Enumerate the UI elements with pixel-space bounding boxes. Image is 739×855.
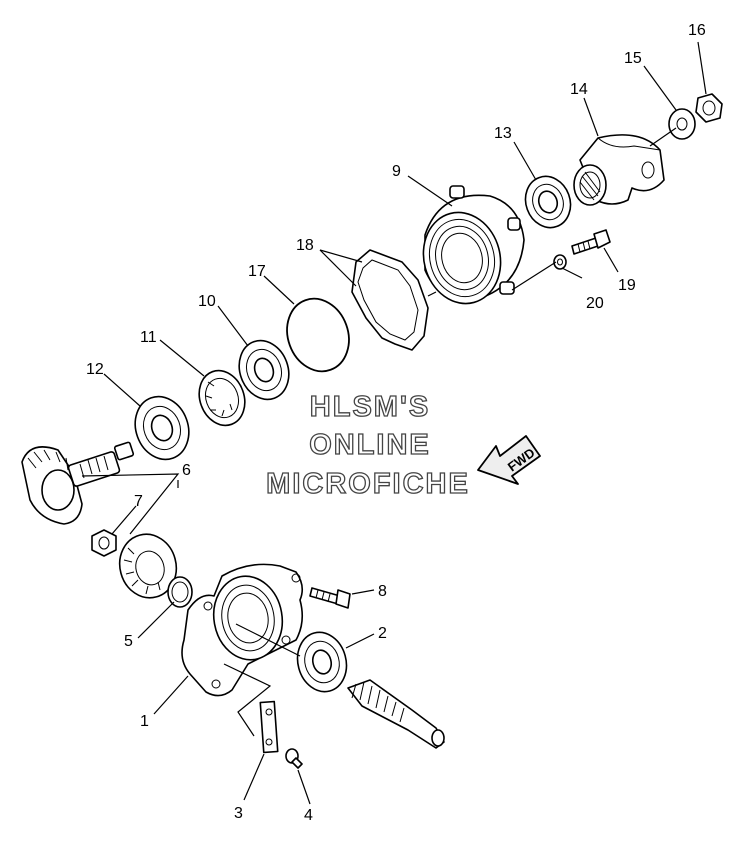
callout-9: 9 <box>392 163 401 180</box>
part-15-washer <box>668 108 696 140</box>
part-6-ring-gear <box>118 533 178 599</box>
callout-13: 13 <box>494 125 512 142</box>
callout-4: 4 <box>304 807 313 824</box>
watermark-line-1: HLSM'S <box>310 391 430 423</box>
callout-19: 19 <box>618 277 636 294</box>
part-9-housing <box>422 185 525 305</box>
part-17-o-ring <box>286 297 350 373</box>
callout-5: 5 <box>124 633 133 650</box>
watermark: HLSM'S ONLINE MICROFICHE <box>266 390 470 500</box>
part-8-bolt <box>309 587 351 609</box>
callout-15: 15 <box>624 50 642 67</box>
part-1-bearing-housing <box>181 563 304 697</box>
forward-arrow-icon: FWD <box>477 435 541 485</box>
watermark-line-2: ONLINE <box>309 429 431 461</box>
part-13-bearing <box>524 175 572 229</box>
callout-2: 2 <box>378 625 387 642</box>
callout-6: 6 <box>182 462 191 479</box>
part-12-bearing <box>134 395 190 461</box>
callout-14: 14 <box>570 81 588 98</box>
callout-7: 7 <box>134 493 143 510</box>
part-20-washer <box>553 254 567 270</box>
part-2-bearing <box>296 631 348 693</box>
callout-numbers: 16 15 14 13 9 18 19 20 17 10 11 12 6 7 8… <box>86 22 706 824</box>
callout-1: 1 <box>140 713 149 730</box>
callout-8: 8 <box>378 583 387 600</box>
part-18-gasket <box>351 249 429 351</box>
callout-10: 10 <box>198 293 216 310</box>
watermark-line-3: MICROFICHE <box>266 468 470 500</box>
part-19-bolt <box>571 229 611 255</box>
callout-11: 11 <box>140 329 157 346</box>
part-10-bearing <box>238 339 290 401</box>
part-11-collar <box>198 369 246 427</box>
part-6-pinion-gear <box>21 441 135 525</box>
callout-20: 20 <box>586 295 604 312</box>
part-16-nut <box>695 93 723 123</box>
callout-3: 3 <box>234 805 243 822</box>
callout-18: 18 <box>296 237 314 254</box>
callout-16: 16 <box>688 22 706 39</box>
callout-12: 12 <box>86 361 104 378</box>
drive-shaft <box>347 679 445 749</box>
callout-17: 17 <box>248 263 266 280</box>
part-7-nut <box>91 529 117 557</box>
leader-lines <box>81 41 707 805</box>
part-5-shim <box>167 576 193 608</box>
part-14-yoke <box>573 134 665 206</box>
part-3-plate <box>259 700 279 754</box>
part-4-screw <box>285 748 303 769</box>
